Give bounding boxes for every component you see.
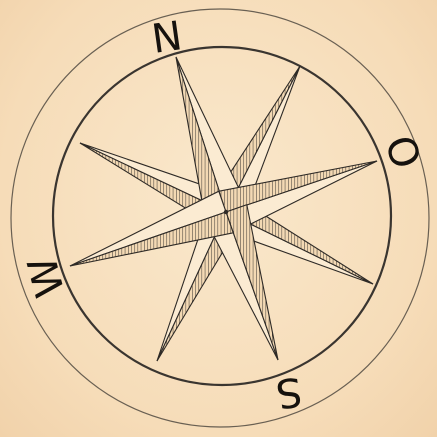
south-label: S: [273, 367, 305, 416]
west-label: W: [20, 252, 75, 302]
east-label: O: [375, 130, 428, 174]
north-label: N: [149, 13, 185, 63]
rose-points: [70, 57, 377, 361]
center-pin: [224, 210, 228, 214]
